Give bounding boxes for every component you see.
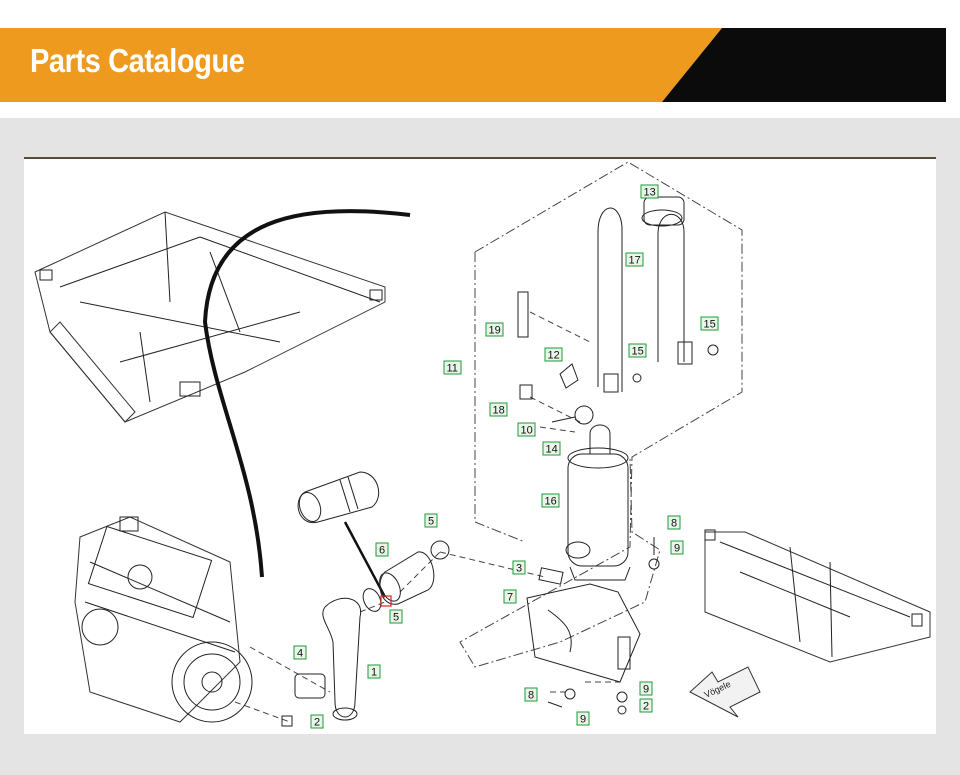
callout-10: 10 <box>521 425 533 437</box>
highlight-box <box>380 595 392 607</box>
callout-8-bottom: 8 <box>528 690 534 702</box>
machine-frame-drawing <box>34 211 386 423</box>
right-frame-drawing <box>704 529 931 663</box>
flex-pipe-drawing <box>362 540 450 612</box>
callout-19: 19 <box>489 325 501 337</box>
callout-9-lower-right: 9 <box>643 684 649 696</box>
callout-18: 18 <box>493 405 505 417</box>
muffler-drawing <box>565 424 631 581</box>
banner-orange-band <box>0 28 722 102</box>
callout-8-right: 8 <box>671 518 677 530</box>
callout-4: 4 <box>297 648 303 660</box>
heat-shield-drawing <box>526 583 641 683</box>
banner-black-band <box>662 28 946 102</box>
banner-graphic <box>0 0 960 118</box>
diagram-svg: Vögele 13 17 19 15 12 15 11 18 10 14 16 … <box>34 161 931 729</box>
page-title: Parts Catalogue <box>30 42 245 79</box>
coupling-sleeve-drawing <box>297 471 380 523</box>
callout-9-bottom: 9 <box>580 714 586 726</box>
callout-9-right: 9 <box>674 543 680 555</box>
callout-2-right: 2 <box>643 701 649 713</box>
callout-13: 13 <box>644 187 656 199</box>
callout-17: 17 <box>629 255 641 267</box>
detail-pointer-curve <box>202 209 411 578</box>
callout-15-top: 15 <box>704 319 716 331</box>
callout-14: 14 <box>546 444 558 456</box>
callout-2-left: 2 <box>314 717 320 729</box>
assembly-boundary <box>459 161 743 668</box>
callout-12: 12 <box>548 350 560 362</box>
callout-7: 7 <box>507 592 513 604</box>
header-banner: Parts Catalogue <box>0 0 960 118</box>
exploded-parts-diagram: Vögele 13 17 19 15 12 15 11 18 10 14 16 … <box>24 157 936 734</box>
callout-1: 1 <box>371 667 377 679</box>
callout-15-mid: 15 <box>632 346 644 358</box>
callout-5-bottom: 5 <box>393 612 399 624</box>
callout-3: 3 <box>516 563 522 575</box>
callout-11: 11 <box>447 363 458 375</box>
callout-labels: 13 17 19 15 12 15 11 18 10 14 16 5 6 8 9… <box>293 184 719 729</box>
callout-16: 16 <box>545 496 557 508</box>
engine-drawing <box>74 516 253 723</box>
elbow-pipe-drawing <box>294 597 362 721</box>
small-parts-drawing <box>281 291 719 727</box>
callout-6: 6 <box>379 545 385 557</box>
direction-arrow <box>689 666 761 718</box>
callout-5-top: 5 <box>428 516 434 528</box>
tailpipe-drawing <box>597 196 693 393</box>
coupling-pointer <box>343 521 387 598</box>
